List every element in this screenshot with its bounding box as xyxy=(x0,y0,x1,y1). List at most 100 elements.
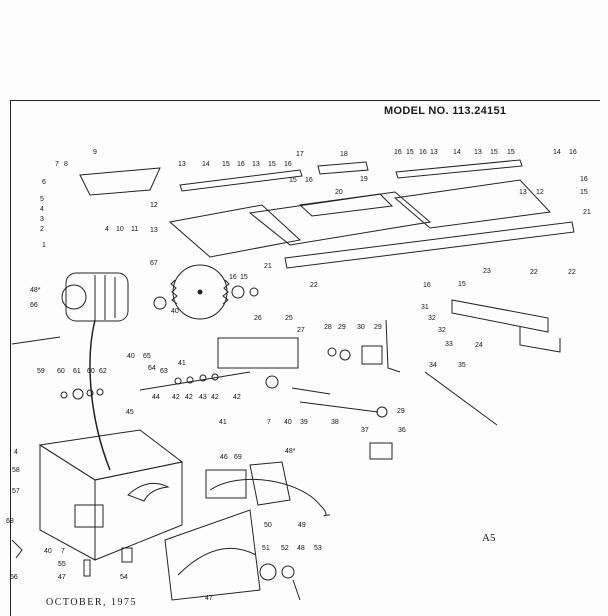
part-callout: 57 xyxy=(12,488,20,495)
part-callout: 3 xyxy=(40,216,44,223)
part-callout: 43 xyxy=(199,394,207,401)
part-callout: 29 xyxy=(374,324,382,331)
part-callout: 15 xyxy=(289,177,297,184)
part-callout: 26 xyxy=(254,315,262,322)
part-callout: 17 xyxy=(296,151,304,158)
part-callout: 40 xyxy=(284,419,292,426)
part-callout: 16 xyxy=(419,149,427,156)
part-callout: 16 xyxy=(284,161,292,168)
part-callout: 16 xyxy=(229,274,237,281)
part-callout: 42 xyxy=(172,394,180,401)
part-callout: 19 xyxy=(360,176,368,183)
part-callout: 15 xyxy=(222,161,230,168)
part-callout: 31 xyxy=(421,304,429,311)
switch-assembly xyxy=(74,442,393,528)
diagram-date: OCTOBER, 1975 xyxy=(46,597,137,608)
part-callout: 48 xyxy=(297,545,305,552)
part-callout: 16 xyxy=(237,161,245,168)
part-callout: 68 xyxy=(6,518,14,525)
part-callout: 18 xyxy=(340,151,348,158)
part-callout: 58 xyxy=(12,467,20,474)
part-callout: 42 xyxy=(233,394,241,401)
part-callout: 48* xyxy=(285,448,296,455)
part-callout: 13 xyxy=(519,189,527,196)
part-callout: 6 xyxy=(42,179,46,186)
part-callout: 28 xyxy=(324,324,332,331)
part-callout: 63 xyxy=(160,368,168,375)
part-callout: 13 xyxy=(474,149,482,156)
frame-top-rule xyxy=(10,100,600,101)
part-callout: 16 xyxy=(394,149,402,156)
part-callout: 50 xyxy=(264,522,272,529)
part-callout: 15 xyxy=(240,274,248,281)
part-callout: 40 xyxy=(44,548,52,555)
part-callout: 11 xyxy=(131,226,138,233)
part-callout: 10 xyxy=(116,226,124,233)
part-callout: 53 xyxy=(314,545,322,552)
part-callout: 22 xyxy=(530,269,538,276)
part-callout: 22 xyxy=(568,269,576,276)
base-cabinet xyxy=(38,429,184,561)
part-callout: 25 xyxy=(285,315,293,322)
part-callout: 45 xyxy=(126,409,134,416)
part-callout: 24 xyxy=(475,342,483,349)
part-callout: 35 xyxy=(458,362,466,369)
rip-fence xyxy=(451,299,561,353)
part-callout: 37 xyxy=(361,427,369,434)
part-callout: 21 xyxy=(264,263,272,270)
hardware-row xyxy=(60,373,219,400)
part-callout: 64 xyxy=(148,365,156,372)
part-callout: 56 xyxy=(10,574,18,581)
part-callout: 22 xyxy=(310,282,318,289)
table-top-assembly xyxy=(79,159,575,269)
arbor-washer xyxy=(153,296,167,310)
part-callout: 32 xyxy=(428,315,436,322)
power-cord xyxy=(209,478,331,517)
part-callout: 65 xyxy=(143,353,151,360)
part-callout: 7 xyxy=(267,419,271,426)
part-callout: 15 xyxy=(268,161,276,168)
part-callout: 33 xyxy=(445,341,453,348)
rod xyxy=(424,371,498,426)
part-callout: 4 xyxy=(40,206,44,213)
part-callout: 7 xyxy=(61,548,65,555)
part-callout: 16 xyxy=(569,149,577,156)
part-callout: 14 xyxy=(202,161,210,168)
part-callout: 69 xyxy=(234,454,242,461)
part-callout: 38 xyxy=(331,419,339,426)
part-callout: 52 xyxy=(281,545,289,552)
part-callout: 46 xyxy=(220,454,228,461)
model-number: MODEL NO. 113.24151 xyxy=(384,105,507,117)
motor-cord xyxy=(89,319,111,471)
part-callout: 13 xyxy=(178,161,186,168)
part-callout: 12 xyxy=(150,202,158,209)
part-callout: 67 xyxy=(150,260,158,267)
part-callout: 66 xyxy=(30,302,38,309)
arbor-assembly xyxy=(139,319,401,418)
part-callout: 13 xyxy=(150,227,158,234)
part-callout: 32 xyxy=(438,327,446,334)
part-callout: 16 xyxy=(423,282,431,289)
part-callout: 13 xyxy=(430,149,438,156)
part-callout: 55 xyxy=(58,561,66,568)
part-callout: 41 xyxy=(178,360,186,367)
part-callout: 15 xyxy=(507,149,515,156)
part-callout: 60 xyxy=(57,368,65,375)
part-callout: 5 xyxy=(40,196,44,203)
frame-left-rule xyxy=(10,100,11,616)
part-callout: 8 xyxy=(64,161,68,168)
blade-collar xyxy=(231,285,245,299)
part-callout: 9 xyxy=(93,149,97,156)
part-callout: 40 xyxy=(127,353,135,360)
part-callout: 16 xyxy=(580,176,588,183)
part-callout: 30 xyxy=(357,324,365,331)
part-callout: 23 xyxy=(483,268,491,275)
part-callout: 44 xyxy=(152,394,160,401)
part-callout: 47 xyxy=(205,595,213,602)
part-callout: 59 xyxy=(37,368,45,375)
part-callout: 54 xyxy=(120,574,128,581)
part-callout: 15 xyxy=(458,281,466,288)
